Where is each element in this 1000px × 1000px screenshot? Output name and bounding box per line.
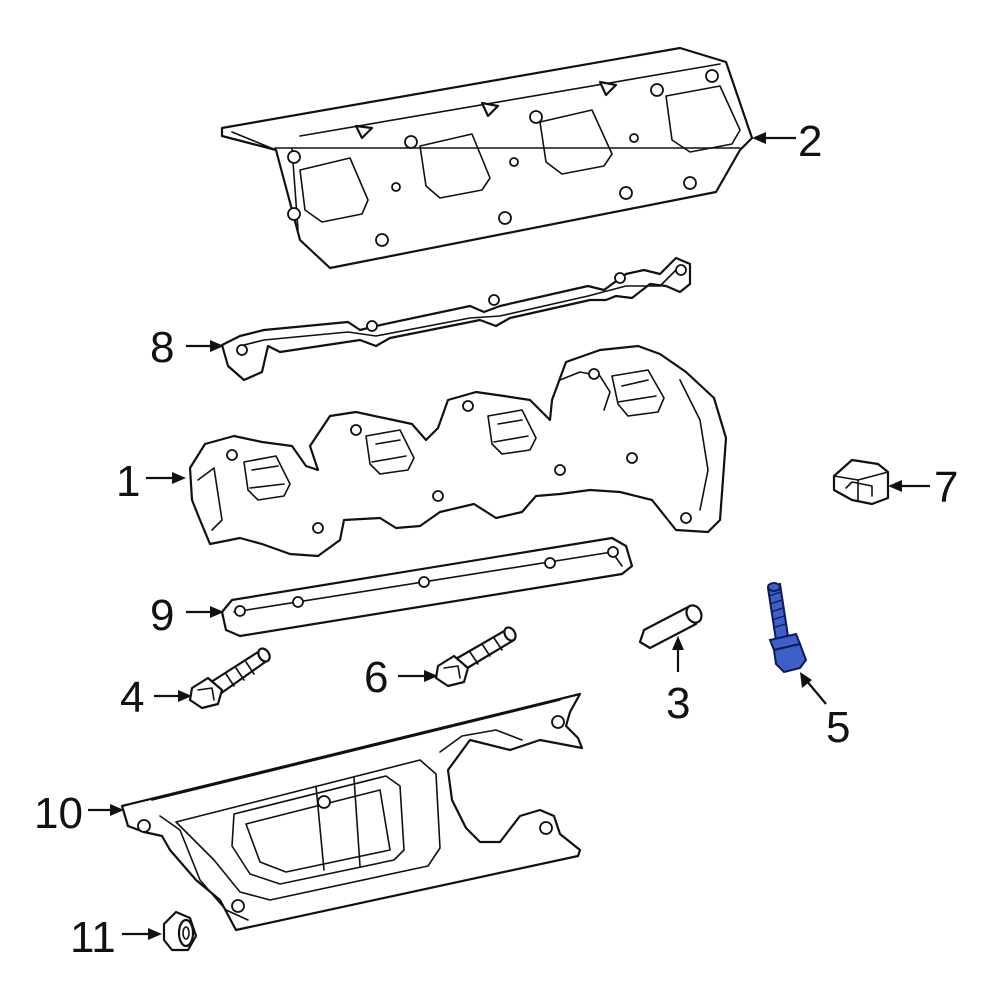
part-7-clip[interactable]	[832, 458, 890, 506]
part-5-bolt-highlighted[interactable]	[766, 582, 808, 674]
callout-labels: 2 8 1 7 9 3 5 4 6 10 11	[34, 117, 958, 962]
callout-3: 3	[666, 679, 690, 728]
callout-10: 10	[34, 789, 83, 838]
part-6-stud[interactable]	[434, 625, 518, 688]
part-10-lower-heat-shield[interactable]	[120, 692, 584, 932]
callout-4: 4	[120, 673, 144, 722]
part-4-stud[interactable]	[188, 646, 272, 710]
part-1-exhaust-manifold[interactable]	[188, 344, 728, 558]
part-11-nut[interactable]	[162, 910, 198, 952]
callout-6: 6	[364, 653, 388, 702]
part-9-lower-gasket[interactable]	[220, 536, 634, 638]
part-3-dowel-pin[interactable]	[638, 603, 704, 650]
callout-11: 11	[70, 913, 116, 962]
callout-5: 5	[826, 703, 850, 752]
callout-8: 8	[150, 323, 174, 372]
callout-1: 1	[116, 457, 140, 506]
part-8-upper-gasket[interactable]	[220, 256, 692, 382]
part-2-upper-heat-shield[interactable]	[220, 46, 754, 270]
callout-7: 7	[934, 463, 958, 512]
callout-2: 2	[798, 117, 822, 166]
leader-lines	[88, 132, 930, 940]
callout-9: 9	[150, 591, 174, 640]
